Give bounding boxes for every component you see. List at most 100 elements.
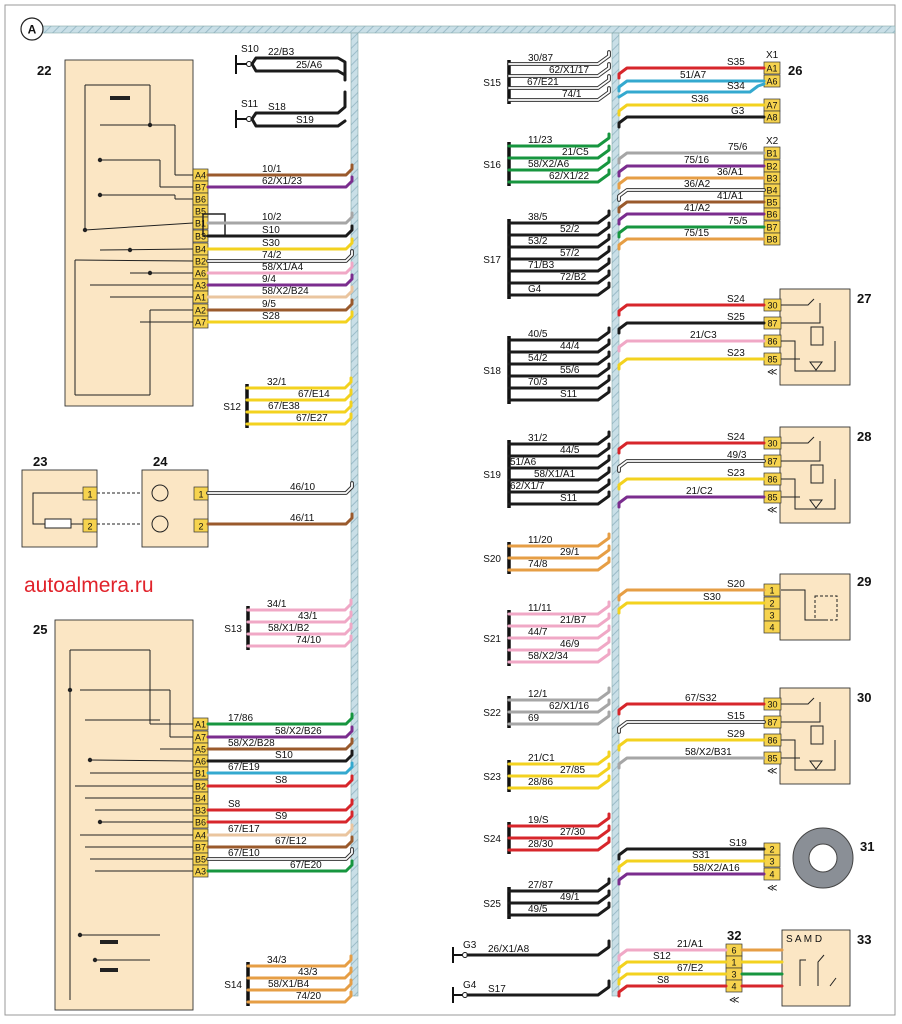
splice-s23-wire <box>507 750 611 766</box>
junction-dot <box>77 932 83 938</box>
splice-s22-label: S22 <box>483 708 501 719</box>
wire-x2-6-label: 75/5 <box>728 216 748 227</box>
block-25-wire-label: S10 <box>275 750 293 761</box>
splice-s24-wire <box>507 836 611 852</box>
splice-s15-wire-core <box>508 63 610 77</box>
top-harness-bus <box>39 25 896 34</box>
relay-30-arrow: ≪ <box>767 766 777 777</box>
block-25-pin-a3-label: A3 <box>195 867 206 877</box>
splice-s19-wire-label: 58/X1/A1 <box>534 469 576 480</box>
wire-24-1 <box>206 481 354 495</box>
relay-30-wire-0 <box>617 702 766 716</box>
wire-22-6 <box>206 261 354 275</box>
splice-s23-label: S23 <box>483 772 501 783</box>
relay-27-internal <box>781 298 836 372</box>
block-22-pin-b6-label: B6 <box>195 195 206 205</box>
splice-s19-wire <box>507 442 611 458</box>
wire-22-4 <box>206 237 354 251</box>
diode-symbol <box>809 760 823 770</box>
wire-22-0 <box>206 163 354 177</box>
splice-s16-wire-label: 11/23 <box>528 135 553 146</box>
splice-s23-wire-label: 28/86 <box>528 777 553 788</box>
block-25-wire-label: 67/E19 <box>228 762 260 773</box>
splice-s17-wire <box>507 257 611 273</box>
block-25-pin-b5-label: B5 <box>195 855 206 865</box>
block-32-pin-3-label: 3 <box>731 970 736 980</box>
splice-s15-wire-label: 67/E21 <box>527 77 559 88</box>
block-23-pin-2 <box>82 518 98 533</box>
wire-29-2-label: S30 <box>703 592 721 603</box>
splice-s19-wire <box>507 490 611 506</box>
ground-g4-wire-label: S17 <box>488 984 506 995</box>
block-25-wire-label: 67/E10 <box>228 848 260 859</box>
wire-25-0 <box>206 712 354 726</box>
wire-x2-4-label: 41/A1 <box>717 191 744 202</box>
relay-30-pin-85-label: 85 <box>767 754 777 764</box>
relay-27-label: 27 <box>857 291 871 306</box>
wire-32-1 <box>617 960 728 974</box>
splice-s20-wire-label: 29/1 <box>560 547 580 558</box>
splice-s10-label: S10 <box>241 44 259 55</box>
splice-s21-wire-label: 46/9 <box>560 639 580 650</box>
wire-25-5 <box>206 774 354 788</box>
wire-32-2 <box>617 972 728 986</box>
wire-22-7 <box>206 273 354 287</box>
splice-s13-wire-label: 34/1 <box>267 599 287 610</box>
block-25-internal <box>69 649 194 1000</box>
splice-s18-wire <box>507 374 611 390</box>
wire-22-1 <box>206 175 354 189</box>
splice-s22-wire-label: 62/X1/16 <box>549 701 589 712</box>
components <box>21 55 854 1011</box>
relay-30-wire-0-label: 67/S32 <box>685 693 717 704</box>
selector-33-trace <box>817 954 825 986</box>
splice-s11-wire-label: S18 <box>268 102 286 113</box>
wire-x1-a1-label: S35 <box>727 57 745 68</box>
splice-s19-wire-label: S11 <box>560 493 577 504</box>
wire-x1-a7-label: S36 <box>691 94 709 105</box>
block-31-arrow: ≪ <box>767 883 777 894</box>
relay-27-wire-3-label: S23 <box>727 348 745 359</box>
splice-s22-wire <box>507 710 611 726</box>
block-26-label: 26 <box>788 63 802 78</box>
wire-s10-b <box>250 62 347 77</box>
relay-28-pin-86-label: 86 <box>767 475 777 485</box>
splice-s15-label: S15 <box>483 78 501 89</box>
wire-x1-a8 <box>617 115 766 129</box>
relay-27-pin-87-label: 87 <box>767 319 777 329</box>
splice-s18-wire-label: 54/2 <box>528 353 548 364</box>
splice-s17-wire <box>507 233 611 249</box>
wire-s10-a <box>250 56 347 82</box>
block-23-trace <box>32 492 83 525</box>
ground-g3-wire <box>466 939 611 957</box>
wire-25-9 <box>206 835 354 849</box>
block-32-pin-4-label: 4 <box>731 982 736 992</box>
splice-s22-wire <box>507 686 611 702</box>
block-32-pin-6-label: 6 <box>731 946 736 956</box>
block-25-wire-label: 67/E17 <box>228 824 260 835</box>
splice-s18-wire <box>507 326 611 342</box>
splice-s13-label: S13 <box>224 624 242 635</box>
connector-x2-pin-b2-label: B2 <box>766 162 777 172</box>
block-22-pin-a1-label: A1 <box>195 293 206 303</box>
coil-symbol <box>151 515 169 533</box>
block-33-label: 33 <box>857 932 871 947</box>
splice-s18-wire <box>507 386 611 402</box>
wire-x2-3-label: 36/A2 <box>684 179 711 190</box>
relay-27-pin-85-label: 85 <box>767 355 777 365</box>
wire-31-3-label: S31 <box>692 850 710 861</box>
switch-29-pin-3-label: 3 <box>769 611 774 621</box>
block-22-wire-label: 58/X2/B24 <box>262 286 309 297</box>
splice-s12-label: S12 <box>223 402 241 413</box>
splice-s24-wire-label: 27/30 <box>560 827 585 838</box>
block-25-wire-label: 58/X2/B26 <box>275 726 322 737</box>
splice-s25-wire <box>507 889 611 905</box>
block-25-pin-b4-label: B4 <box>195 794 206 804</box>
wire-25-4 <box>206 761 354 775</box>
block-22-pin-b2-label: B2 <box>195 257 206 267</box>
junction-dot <box>97 819 103 825</box>
relay-trace <box>781 478 836 510</box>
wire-22-2 <box>206 211 354 225</box>
splice-s12-wire-label: 67/E38 <box>268 401 300 412</box>
diagram-frame <box>4 4 896 1016</box>
splice-s22-wire-label: 12/1 <box>528 689 548 700</box>
